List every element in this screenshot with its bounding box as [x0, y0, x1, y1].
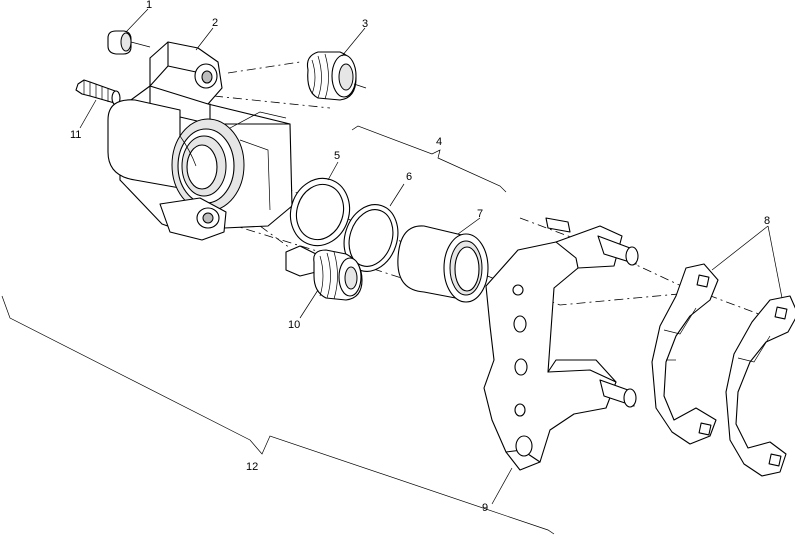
leader-lines [79, 8, 783, 505]
part-5-piston-seal [289, 177, 351, 247]
part-8-brake-pad-rear [725, 295, 795, 477]
label-1: 1 [146, 0, 152, 11]
label-4: 4 [436, 136, 442, 148]
part-2-caliper-body [107, 41, 293, 241]
label-6: 6 [406, 171, 412, 183]
label-10: 10 [288, 319, 300, 331]
part-7-piston [397, 225, 489, 303]
label-8: 8 [764, 215, 770, 227]
part-1-bleeder-cap [107, 30, 151, 55]
part-11-bleeder-screw [75, 79, 121, 106]
label-2: 2 [212, 17, 218, 29]
label-9: 9 [482, 502, 488, 514]
label-12: 12 [246, 461, 258, 473]
label-3: 3 [362, 18, 368, 30]
group-bracket-4 [351, 125, 507, 193]
callout-labels: 1 2 3 4 5 6 7 8 9 10 11 12 [70, 0, 770, 514]
part-3-pin-boot-upper [306, 51, 367, 101]
label-11: 11 [70, 129, 81, 141]
label-5: 5 [334, 150, 340, 162]
part-10-pin-boot-lower [285, 245, 363, 301]
group-bracket-12 [1, 295, 555, 535]
part-9-caliper-bracket [483, 217, 639, 471]
label-7: 7 [477, 208, 483, 220]
part-8-brake-pad-front [651, 263, 719, 445]
